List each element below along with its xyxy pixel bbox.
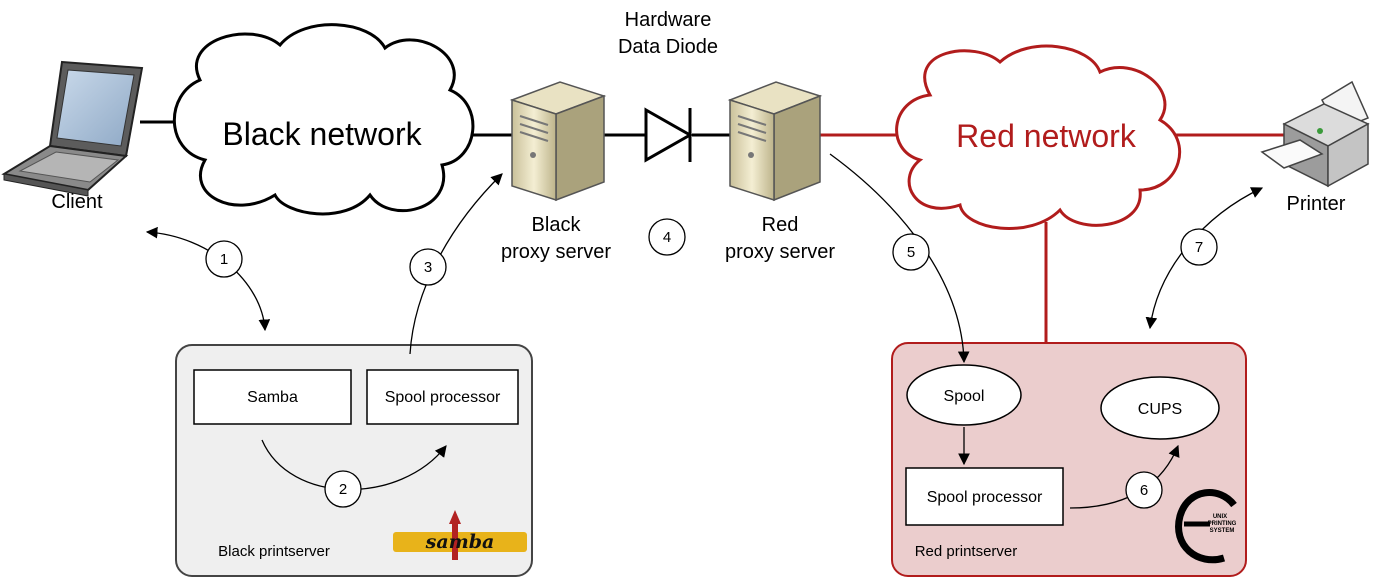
arrow-step-1 (145, 226, 271, 332)
step-3-number: 3 (424, 259, 432, 276)
red-proxy-server-icon (727, 81, 823, 202)
black-proxy-label-line1: Black (532, 214, 582, 236)
red-proxy-label-line2: proxy server (725, 241, 835, 263)
black-network-cloud (172, 23, 475, 216)
step-4-badge: 4 (648, 218, 686, 256)
black-spool-processor-box (366, 369, 519, 425)
step-6-badge: 6 (1125, 471, 1163, 509)
black-spool-processor-label: Spool processor (385, 389, 501, 406)
step-6-number: 6 (1140, 482, 1148, 499)
laptop-icon (1, 60, 144, 197)
red-printserver-label: Red printserver (915, 543, 1018, 560)
cups-logo-text-3: SYSTEM (1210, 528, 1235, 534)
step-2-badge: 2 (324, 470, 362, 508)
black-proxy-label-line2: proxy server (501, 241, 611, 263)
diode-label-line1: Hardware (625, 9, 712, 31)
red-network-label: Red network (956, 118, 1137, 154)
samba-box-label: Samba (247, 389, 298, 406)
step-1-badge: 1 (205, 240, 243, 278)
step-4-number: 4 (663, 229, 671, 246)
black-printserver-label: Black printserver (218, 543, 330, 560)
step-7-badge: 7 (1180, 228, 1218, 266)
spool-node (906, 364, 1022, 426)
red-spool-processor-box (905, 467, 1064, 526)
cups-logo-text-2: PRINTING (1208, 521, 1237, 527)
printer-label: Printer (1287, 193, 1346, 215)
cups-node-label: CUPS (1138, 401, 1182, 418)
step-2-number: 2 (339, 481, 347, 498)
step-5-number: 5 (907, 244, 915, 261)
black-network-label: Black network (222, 116, 422, 152)
samba-box (193, 369, 352, 425)
step-1-number: 1 (220, 251, 228, 268)
cups-logo-text-1: UNIX (1213, 514, 1227, 520)
samba-logo: samba (393, 510, 527, 560)
step-5-badge: 5 (892, 233, 930, 271)
diode-icon (644, 107, 694, 163)
red-spool-processor-label: Spool processor (927, 489, 1043, 506)
black-proxy-server-icon (509, 81, 607, 202)
red-network-cloud (895, 44, 1182, 230)
samba-logo-text: samba (425, 531, 495, 553)
cups-node (1100, 376, 1220, 440)
cups-logo: UNIX PRINTING SYSTEM (1175, 489, 1237, 564)
client-label: Client (51, 191, 103, 213)
red-proxy-label-line1: Red (762, 214, 799, 236)
printer-icon (1260, 80, 1370, 188)
step-7-number: 7 (1195, 239, 1203, 256)
diode-label-line2: Data Diode (618, 36, 718, 58)
step-3-badge: 3 (409, 248, 447, 286)
spool-node-label: Spool (944, 388, 985, 405)
